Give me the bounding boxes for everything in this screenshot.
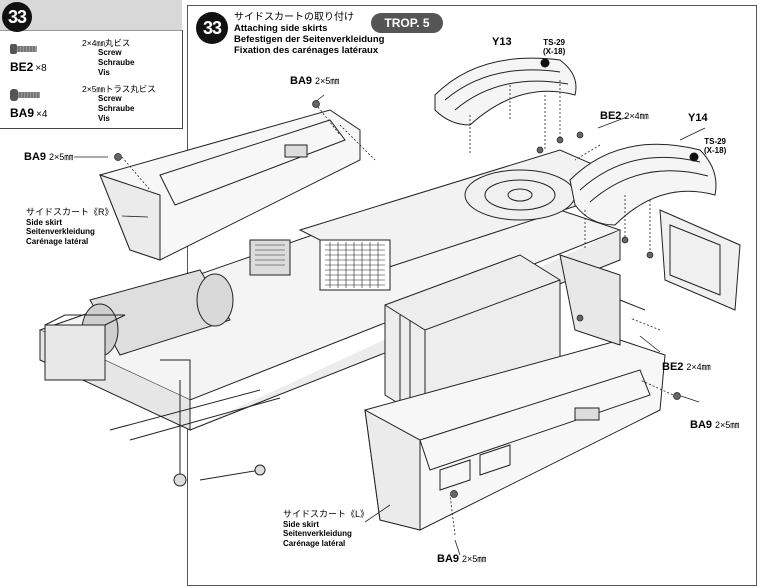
side-skirt-l-label: サイドスカート《L》 Side skirt Seitenverkleidung … xyxy=(283,509,370,548)
part-label-y13: Y13 xyxy=(492,36,512,48)
side-skirt-l-fr: Carénage latéral xyxy=(283,538,346,548)
screw-qty: ×8 xyxy=(35,63,47,74)
screw-size: 2×5㎜ xyxy=(462,554,487,564)
step-title-fr: Fixation des carénages latéraux xyxy=(234,45,379,56)
paint-sub: (X-18) xyxy=(704,146,727,155)
trop-badge: TROP. 5 xyxy=(371,13,443,33)
step-title-ja: サイドスカートの取り付け xyxy=(234,12,354,23)
side-skirt-r-fr: Carénage latéral xyxy=(26,236,89,246)
screw-code: BE2 xyxy=(662,361,684,373)
step-title: サイドスカートの取り付け Attaching side skirts Befes… xyxy=(234,12,384,56)
screw-size: 2×4㎜ xyxy=(624,111,649,121)
side-skirt-r-de: Seitenverkleidung xyxy=(26,227,95,236)
screw-desc-fr: Vis xyxy=(98,68,110,77)
screw-code: BA9 xyxy=(290,75,313,87)
screw-icon xyxy=(10,44,37,54)
screw-size: 2×5㎜ xyxy=(715,420,740,430)
screw-size: 2×5㎜ xyxy=(49,152,74,162)
truss-screw-icon xyxy=(10,89,40,101)
screw-desc-en: Screw xyxy=(98,48,122,57)
screw-desc-ja: 2×5㎜トラス丸ビス xyxy=(82,84,156,94)
screw-desc-de: Schraube xyxy=(98,58,135,67)
parts-bag-panel xyxy=(0,30,183,129)
paint-code: TS-29 xyxy=(543,38,566,47)
part-label-y14: Y14 xyxy=(688,112,708,124)
screw-desc-fr: Vis xyxy=(98,114,110,123)
side-skirt-l-ja: サイドスカート《L》 xyxy=(283,509,370,519)
paint-drop-icon xyxy=(540,58,699,162)
screw-code: BE2 xyxy=(600,110,622,122)
step-number-badge-main: 33 xyxy=(196,12,228,44)
screw-code: BA9 xyxy=(437,553,460,565)
screw-size: 2×4㎜ xyxy=(686,362,711,372)
side-skirt-r-en: Side skirt xyxy=(26,217,63,227)
screw-desc-de: Schraube xyxy=(98,104,135,113)
side-skirt-l-de: Seitenverkleidung xyxy=(283,529,352,538)
step-title-de: Befestigen der Seitenverkleidung xyxy=(234,34,385,45)
screw-qty: ×4 xyxy=(36,109,48,120)
side-skirt-r-ja: サイドスカート《R》 xyxy=(26,207,114,217)
screw-desc-en: Screw xyxy=(98,94,122,103)
paint-label-ts29-a: TS-29 (X-18) xyxy=(543,38,565,56)
step-title-en: Attaching side skirts xyxy=(234,23,328,34)
screw-code: BA9 xyxy=(10,106,35,120)
screw-code: BE2 xyxy=(10,60,34,74)
paint-sub: (X-18) xyxy=(543,47,566,56)
side-skirt-l-en: Side skirt xyxy=(283,519,320,529)
screw-code: BA9 xyxy=(690,419,713,431)
screw-code: BA9 xyxy=(24,151,47,163)
screw-size: 2×5㎜ xyxy=(315,76,340,86)
step-number-badge: 33 xyxy=(2,2,32,32)
paint-label-ts29-b: TS-29 (X-18) xyxy=(704,137,726,155)
paint-code: TS-29 xyxy=(704,137,727,146)
screw-desc-ja: 2×4㎜丸ビス xyxy=(82,38,131,48)
side-skirt-r-label: サイドスカート《R》 Side skirt Seitenverkleidung … xyxy=(26,207,114,246)
